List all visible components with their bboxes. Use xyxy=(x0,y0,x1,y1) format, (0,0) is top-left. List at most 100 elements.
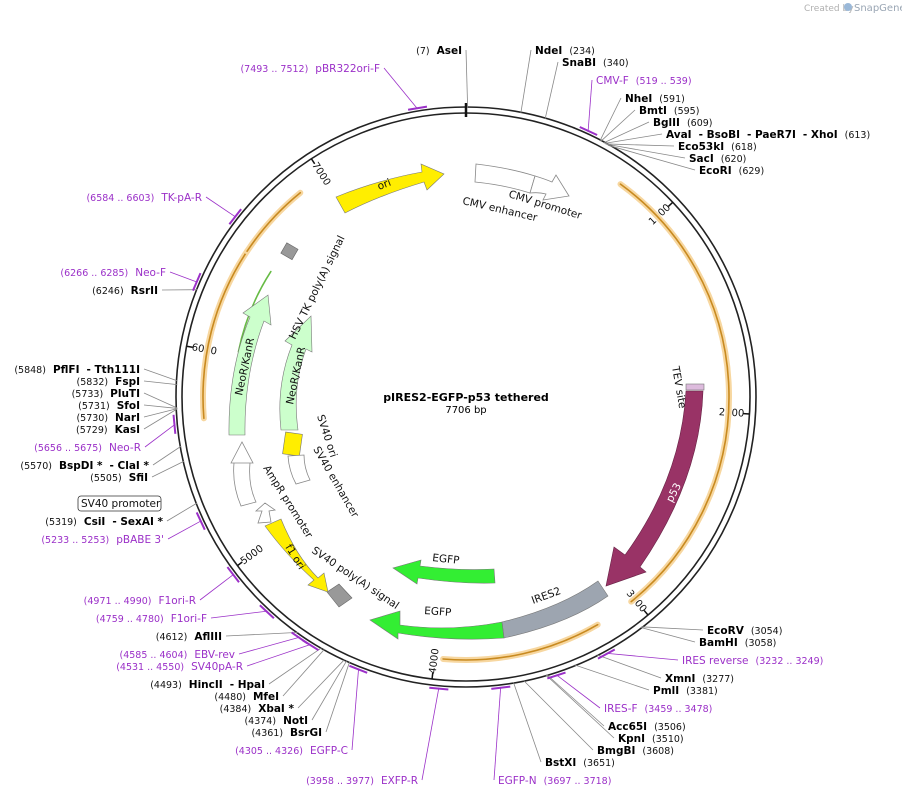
site-label-pmli[interactable]: PmlI(3381) xyxy=(653,685,718,697)
site-label-ecorv[interactable]: EcoRV(3054) xyxy=(707,625,782,637)
pos-kpni: (3510) xyxy=(652,734,684,745)
cmv-promoter-feature[interactable] xyxy=(529,174,570,201)
egfp-outer-label: EGFP xyxy=(424,605,452,619)
leader-xmni xyxy=(596,654,662,679)
primer-mark-egfp-c xyxy=(349,664,368,674)
primer-label-neo-r[interactable]: (5656 .. 5675)Neo-R xyxy=(34,442,141,454)
site-label-bsrgi[interactable]: (4361)BsrGI xyxy=(251,727,322,739)
site-label-afliii[interactable]: (4612)AflIII xyxy=(156,631,222,643)
site-label-eco53ki[interactable]: Eco53kI(618) xyxy=(678,141,757,153)
name-ebv-rev: EBV-rev xyxy=(194,649,235,661)
site-label-asei[interactable]: (7)AseI xyxy=(416,45,462,57)
pos-snabi: (340) xyxy=(603,58,629,69)
primer-label-egfp-c[interactable]: (4305 .. 4326)EGFP-C xyxy=(235,745,348,757)
pos-f1ori-r: (4971 .. 4990) xyxy=(84,596,152,607)
leader-sv40pa-r xyxy=(246,643,311,667)
leader-snabi xyxy=(544,61,559,120)
primer-label-exfp-r[interactable]: (3958 .. 3977)EXFP-R xyxy=(306,775,418,787)
site-label-xbai[interactable]: (4384)XbaI * xyxy=(220,703,295,715)
sv40-enhancer-feature[interactable] xyxy=(287,454,311,485)
site-label-mfei[interactable]: (4480)MfeI xyxy=(214,691,279,703)
site-label-pflfi[interactable]: (5848)PflFI- Tth111I xyxy=(14,364,140,376)
primer-label-cmv-f[interactable]: CMV-F(519 .. 539) xyxy=(596,75,692,87)
primer-label-ebv-rev[interactable]: (4585 .. 4604)EBV-rev xyxy=(120,649,236,661)
ires2-feature[interactable] xyxy=(501,580,609,639)
name-xbai: XbaI * xyxy=(258,703,294,715)
primer-label-pbabe3[interactable]: (5233 .. 5253)pBABE 3' xyxy=(41,534,164,546)
snapgene-logo-icon xyxy=(844,3,852,11)
primer-label-neo-f[interactable]: (6266 .. 6285)Neo-F xyxy=(60,267,166,279)
site-label-acc65i[interactable]: Acc65I(3506) xyxy=(608,721,686,733)
primer-label-ires-reverse[interactable]: IRES reverse(3232 .. 3249) xyxy=(682,655,823,667)
site-label-pluti[interactable]: (5733)PluTI xyxy=(72,388,140,400)
leader-ecori xyxy=(607,144,696,171)
tick-6000 xyxy=(186,345,193,349)
leader-cmv-f xyxy=(587,79,593,132)
primer-label-sv40pa-r[interactable]: (4531 .. 4550)SV40pA-R xyxy=(116,661,243,673)
site-label-sfoi[interactable]: (5731)SfoI xyxy=(78,400,140,412)
egfp-inner-feature[interactable] xyxy=(392,559,496,585)
site-label-ndei[interactable]: NdeI(234) xyxy=(535,45,595,57)
site-label-avai[interactable]: AvaI- BsoBI- PaeR7I- XhoI(613) xyxy=(666,129,870,141)
site-label-xmni[interactable]: XmnI(3277) xyxy=(665,673,734,685)
name-afliii: AflIII xyxy=(194,631,222,643)
site-label-fspi[interactable]: (5832)FspI xyxy=(77,376,140,388)
egfp-outer-feature[interactable] xyxy=(369,610,505,640)
leader-kasi xyxy=(143,408,178,430)
site-label-noti[interactable]: (4374)NotI xyxy=(244,715,308,727)
name-noti: NotI xyxy=(283,715,308,727)
pos-neo-r: (5656 .. 5675) xyxy=(34,443,102,454)
site-label-bmgbi[interactable]: BmgBI(3608) xyxy=(597,745,674,757)
primer-label-ires-f[interactable]: IRES-F(3459 .. 3478) xyxy=(604,703,712,715)
leader-bsrgi xyxy=(325,661,351,733)
leader-ndei xyxy=(520,49,532,114)
site-label-bglii[interactable]: BglII(609) xyxy=(653,117,712,129)
pos-neo-f: (6266 .. 6285) xyxy=(60,268,128,279)
primer-mark-neo-f xyxy=(192,272,202,292)
site-label-nari[interactable]: (5730)NarI xyxy=(76,412,140,424)
p53-feature[interactable] xyxy=(605,390,704,587)
site-label-kasi[interactable]: (5729)KasI xyxy=(76,424,140,436)
neokanr-outer-feature[interactable] xyxy=(228,294,272,436)
primer-label-tk-pa-r[interactable]: (6584 .. 6603)TK-pA-R xyxy=(86,192,202,204)
primer-label-pbr322ori-f[interactable]: (7493 .. 7512)pBR322ori-F xyxy=(240,63,380,75)
tev-site-feature[interactable] xyxy=(685,383,705,391)
ori-feature[interactable] xyxy=(335,163,445,214)
site-label-sfii[interactable]: (5505)SfiI xyxy=(90,472,148,484)
site-label-bamhi[interactable]: BamHI(3058) xyxy=(699,637,776,649)
ampr-promoter-feature[interactable] xyxy=(254,502,277,524)
site-label-nhei[interactable]: NheI(591) xyxy=(625,93,685,105)
site-label-snabi[interactable]: SnaBI(340) xyxy=(562,57,629,69)
pos-csii: (5319) xyxy=(45,517,77,528)
name-bmti: BmtI xyxy=(639,105,667,117)
hsv-tk-polya-feature[interactable] xyxy=(280,242,299,261)
sv40-ori-feature[interactable] xyxy=(282,431,303,457)
leader-eco53ki xyxy=(605,143,675,147)
site-label-bmti[interactable]: BmtI(595) xyxy=(639,105,699,117)
orf-arc-tk-halo xyxy=(244,189,304,255)
pos-pbabe3: (5233 .. 5253) xyxy=(41,535,109,546)
name-eco53ki: Eco53kI xyxy=(678,141,724,153)
primer-label-f1ori-f[interactable]: (4759 .. 4780)F1ori-F xyxy=(96,613,207,625)
site-label-rsrii[interactable]: (6246)RsrII xyxy=(92,285,158,297)
neokanr-inner-feature[interactable] xyxy=(279,315,313,431)
site-label-saci[interactable]: SacI(620) xyxy=(689,153,746,165)
primer-label-egfp-n[interactable]: EGFP-N(3697 .. 3718) xyxy=(498,775,611,787)
site-label-csii[interactable]: (5319)CsiI- SexAI * xyxy=(45,516,163,528)
snapgene-branding: Created by SnapGene xyxy=(804,3,902,14)
site-label-kpni[interactable]: KpnI(3510) xyxy=(618,733,684,745)
site-label-ecori[interactable]: EcoRI(629) xyxy=(699,165,764,177)
site-label-bstxi[interactable]: BstXI(3651) xyxy=(545,757,615,769)
primer-label-f1ori-r[interactable]: (4971 .. 4990)F1ori-R xyxy=(84,595,196,607)
cmv-enhancer-feature[interactable] xyxy=(474,163,536,194)
site-label-hincii[interactable]: (4493)HincII- HpaI xyxy=(150,679,265,691)
pos-saci: (620) xyxy=(721,154,747,165)
pos-mfei: (4480) xyxy=(214,692,246,703)
name-tk-pa-r: TK-pA-R xyxy=(160,192,202,204)
sv40-promoter-feature[interactable] xyxy=(230,441,257,507)
f1-ori-feature[interactable] xyxy=(264,518,329,593)
sv40-polya-feature[interactable] xyxy=(326,583,353,608)
site-label-bspdi[interactable]: (5570)BspDI *- ClaI * xyxy=(20,460,149,472)
name-bstxi: BstXI xyxy=(545,757,576,769)
